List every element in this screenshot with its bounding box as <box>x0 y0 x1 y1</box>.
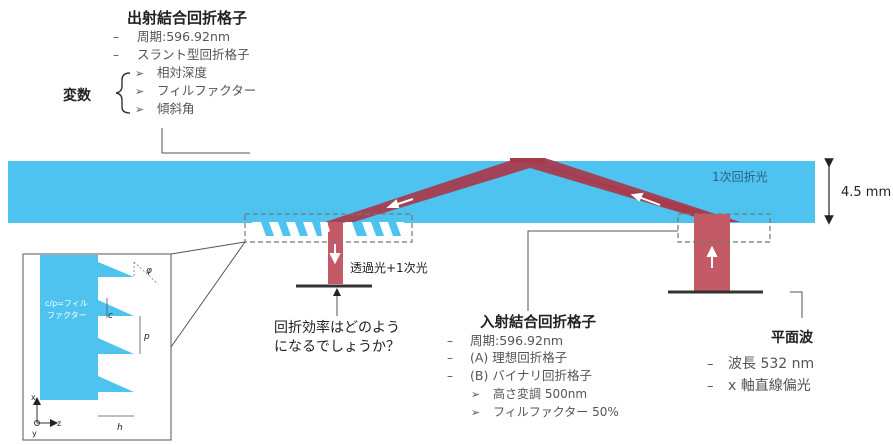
out-coupler-period: 周期:596.92nm <box>137 29 230 44</box>
inset-p-label: p <box>143 332 150 342</box>
out-coupler-bullet-2: – <box>113 48 119 62</box>
variables-label: 変数 <box>63 87 92 104</box>
variable-slant-angle: 傾斜角 <box>157 101 195 116</box>
question-line-2: になるでしょうか？ <box>274 339 400 355</box>
in-coupler-sub-bullet-2: ➢ <box>471 406 480 419</box>
in-coupler-bullet-1: – <box>447 334 453 348</box>
question-line-1: 回折効率はどのよう <box>274 319 400 336</box>
in-coupler-bullet-2: – <box>447 351 453 365</box>
variable-bullet-3: ➢ <box>135 103 144 116</box>
inset-axis-y <box>34 420 40 426</box>
in-coupler-dashed-box <box>677 213 771 243</box>
out-coupler-bullet-1: – <box>113 30 119 44</box>
transmitted-label: 透過光+1次光 <box>350 261 428 275</box>
in-coupler-title: 入射結合回折格子 <box>480 313 596 331</box>
variable-bullet-1: ➢ <box>135 67 144 80</box>
plane-wave-polarization: x 軸直線偏光 <box>728 377 811 394</box>
inset-grating-profile <box>40 255 134 400</box>
plane-wave-bullet-1: – <box>707 357 714 372</box>
out-coupler-type: スラント型回折格子 <box>137 47 250 62</box>
inset-connector-bottom <box>170 241 246 348</box>
inset-axis-z-label: z <box>57 419 61 428</box>
inset-fill-factor-label-2: ファクター <box>47 311 87 320</box>
first-order-label: 1次回折光 <box>712 169 768 184</box>
in-coupler-fill-factor: フィルファクター 50% <box>493 405 619 419</box>
out-coupler-title: 出射結合回折格子 <box>127 9 247 27</box>
inset-fill-factor-label-1: c/p=フィル <box>45 299 88 308</box>
waveguide-substrate <box>8 161 815 223</box>
in-coupler-option-a: (A) 理想回折格子 <box>470 350 567 365</box>
variable-bullet-2: ➢ <box>135 85 144 98</box>
inset-h-label: h <box>117 423 123 433</box>
out-coupler-dashed-box <box>244 213 413 243</box>
inset-axis-y-label: y <box>32 429 37 438</box>
inset-c-label: c <box>108 311 113 321</box>
inset-connector-top <box>170 241 246 255</box>
plane-wave-bullet-2: – <box>707 379 714 394</box>
plane-wave-title: 平面波 <box>771 329 814 346</box>
variable-relative-depth: 相対深度 <box>157 65 208 80</box>
inset-phi-label: φ <box>146 266 152 276</box>
in-coupler-sub-bullet-1: ➢ <box>471 388 480 401</box>
in-coupler-bullet-3: – <box>447 369 453 383</box>
variable-fill-factor: フィルファクター <box>157 83 256 98</box>
in-coupler-option-b: (B) バイナリ回折格子 <box>470 368 592 383</box>
in-coupler-height-modulation: 高さ変調 500nm <box>493 386 587 401</box>
out-coupler-grating <box>252 222 408 236</box>
inset-phi-line <box>133 261 159 285</box>
out-coupler-grating-light <box>261 222 401 236</box>
thickness-label: 4.5 mm <box>841 185 891 200</box>
in-coupler-leader <box>527 230 678 311</box>
beam-right-path-upper <box>518 158 740 222</box>
plane-wave-leader <box>790 291 803 318</box>
in-coupler-period: 周期:596.92nm <box>470 333 563 348</box>
inset-axis-x-label: x <box>31 393 36 402</box>
beam-left-path <box>325 158 530 222</box>
plane-wave-wavelength: 波長 532 nm <box>728 356 814 372</box>
out-coupler-leader <box>161 128 250 154</box>
beam-direction-arrows <box>329 192 718 268</box>
variables-brace <box>115 72 131 114</box>
